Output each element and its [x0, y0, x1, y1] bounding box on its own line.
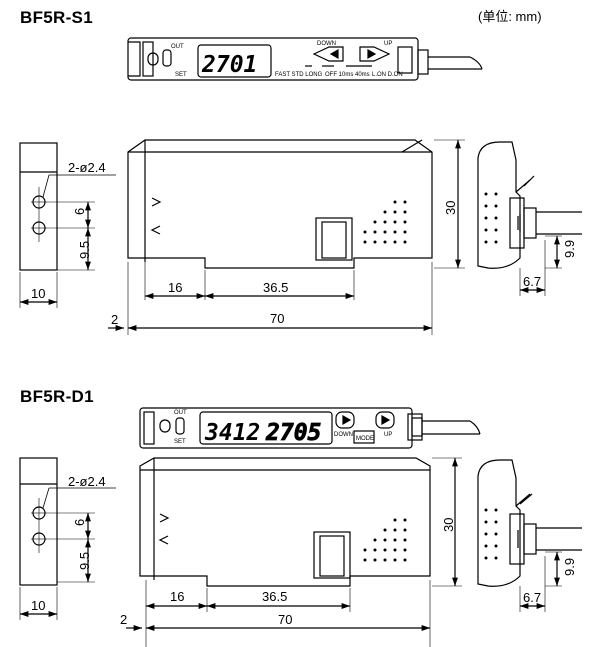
d1-length-dim: 70: [278, 612, 292, 627]
d1-mode-label: MODE: [356, 436, 374, 442]
s1-hole-offset-dim: 9.5: [77, 241, 92, 259]
s1-right-dots: [484, 192, 498, 244]
s1-set-label: SET: [175, 72, 187, 78]
s1-down-label: DOWN: [317, 41, 336, 47]
model-title-d1: BF5R-D1: [20, 387, 94, 406]
s1-cable-h-dim: 9.9: [562, 240, 577, 258]
s1-out-label: OUT: [171, 44, 184, 50]
s1-holes-dim: 2-ø2.4: [68, 160, 106, 175]
d1-height-dim: 30: [441, 518, 456, 532]
s1-up-label: UP: [384, 41, 392, 47]
d1-holes-dim: 2-ø2.4: [68, 474, 106, 489]
d1-down-button: [335, 411, 355, 429]
d1-display-primary: 3412: [204, 420, 260, 446]
d1-side-view: [126, 457, 462, 647]
d1-vent-dots: [363, 518, 407, 562]
s1-end-view: [19, 142, 116, 308]
s1-cable-w-dim: 6.7: [523, 274, 541, 289]
s1-set-button: [147, 52, 159, 66]
s1-right-view: [477, 141, 582, 296]
d1-right-dots: [484, 508, 498, 560]
s1-length-dim: 70: [270, 311, 284, 326]
model-title-s1: BF5R-S1: [20, 8, 93, 27]
d1-offset-dim: 2: [120, 612, 127, 627]
d1-display: [199, 411, 333, 445]
s1-timer-label: OFF 10ms 40ms: [325, 72, 370, 78]
d1-up-label: UP: [384, 432, 392, 438]
s1-down-button: [312, 46, 344, 62]
s1-mid-seg-dim: 36.5: [263, 280, 288, 295]
d1-display-secondary: 2705: [265, 420, 321, 446]
d1-end-view: [19, 457, 116, 620]
s1-side-view: [108, 139, 465, 335]
d1-mid-seg-dim: 36.5: [262, 589, 287, 604]
s1-display-value: 2701: [201, 52, 257, 78]
s1-speed-label: FAST STD LONG: [275, 72, 323, 78]
s1-mode-label: L.ON D.ON: [372, 72, 403, 78]
d1-cable-w-dim: 6.7: [523, 590, 541, 605]
s1-width-dim: 10: [31, 286, 45, 301]
d1-top-view: [139, 407, 481, 449]
s1-vent-dots: [363, 200, 407, 244]
s1-top-view: [127, 37, 483, 81]
s1-left-seg-dim: 16: [168, 280, 182, 295]
d1-left-seg-dim: 16: [170, 589, 184, 604]
s1-up-button: [359, 46, 391, 62]
unit-label: (单位: mm): [478, 9, 542, 24]
d1-down-label: DOWN: [334, 432, 353, 438]
d1-hole-offset-dim: 9.5: [77, 552, 92, 570]
s1-offset-dim: 2: [111, 312, 118, 327]
d1-out-label: OUT: [174, 410, 187, 416]
d1-cable-h-dim: 9.9: [562, 558, 577, 576]
s1-display: [197, 44, 272, 78]
d1-width-dim: 10: [31, 598, 45, 613]
d1-pitch-dim: 6: [72, 519, 87, 526]
s1-height-dim: 30: [443, 201, 458, 215]
d1-right-view: [477, 459, 582, 612]
d1-up-button: [375, 411, 395, 429]
d1-set-label: SET: [174, 439, 186, 445]
s1-pitch-dim: 6: [72, 208, 87, 215]
d1-mode-button: [353, 430, 375, 444]
